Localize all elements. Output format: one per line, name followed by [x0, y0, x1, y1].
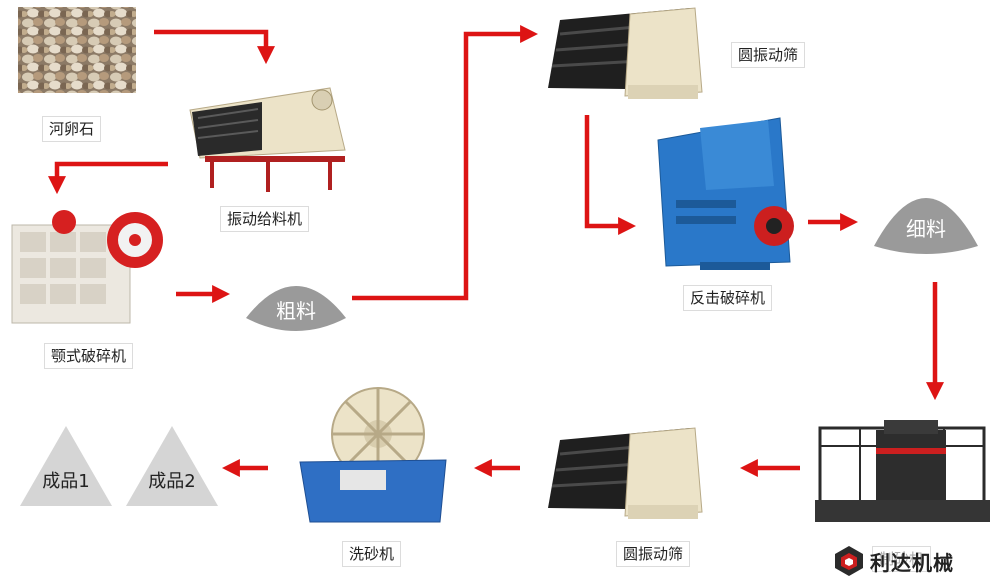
vibrating-feeder-label: 振动给料机 — [220, 206, 310, 232]
brand-icon — [835, 546, 863, 576]
product-1-text: 成品1 — [42, 471, 89, 492]
arrow-pebble-to-feeder — [154, 29, 275, 65]
sand-maker-label: 制砂机 — [872, 546, 932, 572]
arrow-screen-to-impact — [584, 115, 637, 235]
coarse-material-text: 粗料 — [276, 299, 316, 323]
circular-screen-bottom-label: 圆振动筛 — [616, 541, 691, 567]
brand-name: 利达机械 — [870, 550, 954, 575]
coarse-material-pile — [246, 286, 346, 331]
sand-washer-machine — [299, 387, 447, 523]
sand-washer-label: 洗砂机 — [342, 541, 402, 567]
impact-crusher-machine — [657, 117, 794, 270]
river-pebble-label: 河卵石 — [42, 116, 102, 142]
fine-material-text: 细料 — [906, 217, 946, 241]
arrow-coarse-to-screen — [352, 25, 539, 301]
circular-screen-bottom-machine — [548, 427, 703, 519]
impact-crusher-label: 反击破碎机 — [683, 285, 773, 311]
jaw-crusher-label: 颚式破碎机 — [44, 343, 134, 369]
product-1-pile — [20, 426, 112, 506]
product-2-text: 成品2 — [148, 471, 195, 492]
circular-screen-top-machine — [548, 7, 703, 99]
brand-logo: 利达机械 — [834, 545, 954, 577]
fine-material-pile — [874, 198, 978, 254]
sand-making-machine — [815, 420, 990, 522]
arrow-feeder-to-jaw — [48, 161, 168, 195]
jaw-crusher-machine — [11, 210, 163, 324]
product-2-pile — [126, 426, 218, 506]
vibrating-feeder-machine — [189, 87, 346, 192]
river-pebble-image — [18, 7, 136, 93]
circular-screen-top-label: 圆振动筛 — [731, 42, 806, 68]
